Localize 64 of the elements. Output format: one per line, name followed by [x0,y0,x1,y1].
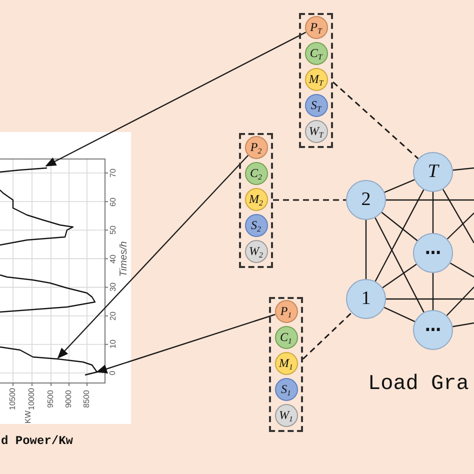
graph-caption: Load Gra [368,374,469,394]
variable-circle: W$_{T}$ [304,120,328,142]
variable-circle: C$_{2}$ [244,162,268,184]
axis-tick-label: 40 [108,254,117,264]
connector-line [450,262,474,278]
axis-tick-label: 50 [108,226,117,235]
connector-line [442,189,474,244]
variable-circle: S$_{1}$ [274,378,298,400]
axis-tick-label: 10500 [9,388,18,410]
axis-title: d Power/Kw [1,435,74,447]
connector-line [386,199,474,201]
connector-line [384,179,415,193]
connector-line [432,273,434,310]
load-curve [0,167,98,376]
dashed-connector [332,81,419,160]
axis-tick-label: 9500 [46,390,55,408]
arrow [45,32,306,167]
variable-circle: W$_{1}$ [274,404,298,426]
arrow [57,154,249,359]
connector-line [374,218,424,312]
connector-line [382,264,417,288]
axis-title: Times/h [119,241,130,277]
dashed-group-box [299,13,333,148]
variable-circle: M$_{T}$ [304,68,328,90]
variable-circle: M$_{1}$ [274,352,298,374]
axis-tick-label: 9000 [64,390,73,408]
connector-line [381,212,418,242]
dashed-connector [273,199,346,201]
axis-tick-label: 60 [108,197,117,206]
axis-tick-label: 10000 [28,388,36,410]
axis-tick-label: 20 [108,311,117,320]
graph-node: ⋯ [413,233,453,273]
graph-node: 2 [346,180,386,220]
axis-tick-label: 0 [109,370,118,376]
graph-node: 1 [346,279,386,319]
axis-tick-label: 8500 [82,390,91,408]
axis-tick-label: 30 [108,282,117,292]
dashed-group-box [269,297,303,432]
axis-tick-label: 70 [108,168,117,178]
variable-circle: M$_{2}$ [244,188,268,210]
axis-tick-label: 10 [108,340,117,349]
connector-line [446,286,474,316]
variable-circle: P$_{1}$ [274,300,298,322]
variable-circle: P$_{2}$ [244,136,268,158]
connector-line [365,220,367,279]
dashed-connector [302,312,352,360]
arrow [96,314,276,374]
connector-line [452,322,474,328]
connector-line [386,298,474,300]
connector-line [384,306,416,322]
variable-circle: P$_{T}$ [304,16,328,38]
graph-node: T [413,152,453,192]
connector-line [432,192,434,233]
connector-line [374,189,424,282]
connector-line [446,212,474,240]
graph-node: ⋯ [413,310,453,350]
connector-line [452,167,474,171]
axis-unit-label: KW [24,410,32,424]
dashed-group-box [239,133,273,268]
variable-circle: C$_{T}$ [304,42,328,64]
variable-circle: S$_{2}$ [244,214,268,236]
variable-circle: C$_{1}$ [274,326,298,348]
variable-circle: S$_{T}$ [304,94,328,116]
variable-circle: W$_{2}$ [244,240,268,262]
